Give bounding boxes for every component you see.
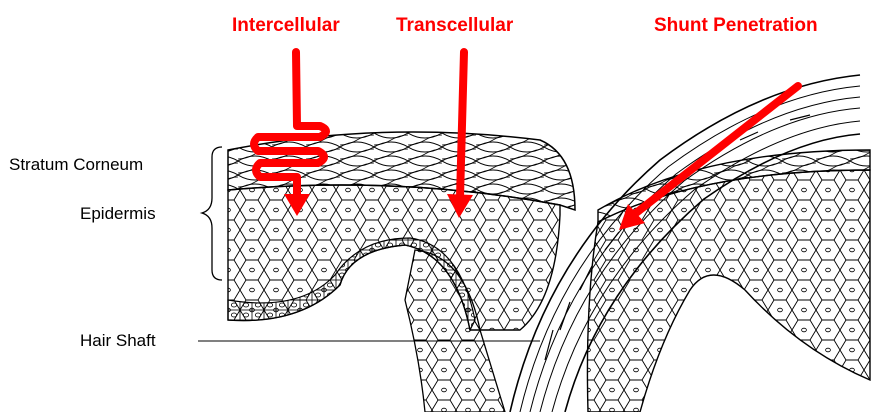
- layer-bracket: [202, 147, 222, 280]
- epidermis-label: Epidermis: [80, 205, 156, 222]
- shunt-penetration-label: Shunt Penetration: [654, 16, 818, 35]
- transcellular-label: Transcellular: [396, 16, 513, 35]
- hair-shaft-label: Hair Shaft: [80, 332, 156, 349]
- stratum-corneum-label: Stratum Corneum: [9, 156, 143, 173]
- transcellular-route-arrow: [460, 52, 464, 198]
- intercellular-label: Intercellular: [232, 16, 340, 35]
